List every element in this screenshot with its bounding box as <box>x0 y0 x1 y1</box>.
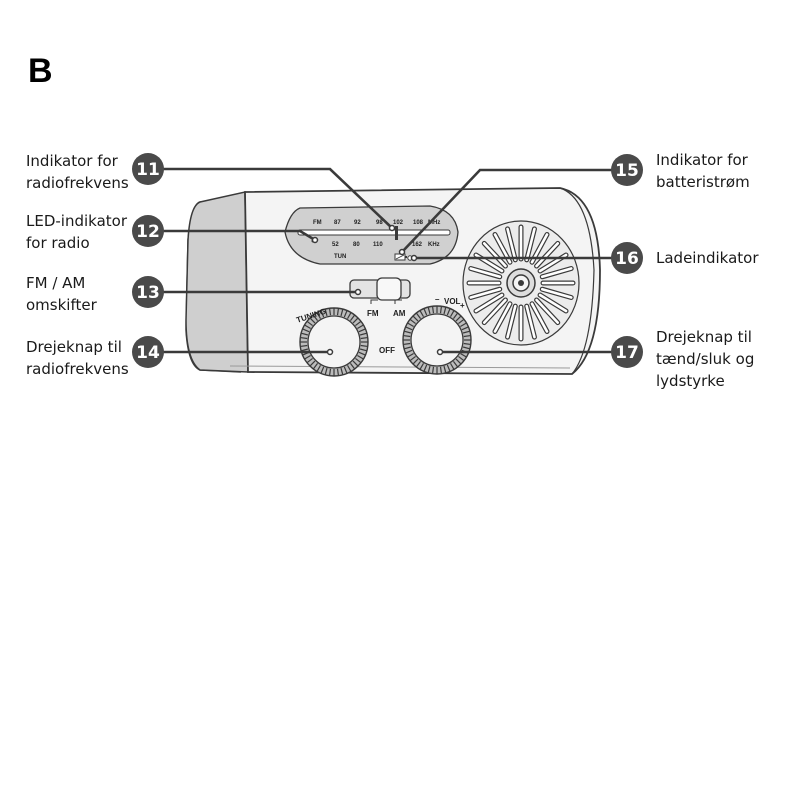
switch-am-label: AM <box>393 309 406 318</box>
svg-text:14: 14 <box>136 343 160 363</box>
fm-tick-108: 108 <box>413 220 424 226</box>
fm-tick-98: 98 <box>376 220 383 226</box>
vol-label: VOL <box>444 297 461 306</box>
svg-text:11: 11 <box>136 160 160 180</box>
am-tick-80: 80 <box>353 242 360 248</box>
fm-am-switch[interactable]: FM AM <box>349 277 411 318</box>
tuning-knob[interactable] <box>299 307 369 377</box>
callout-badge-12: 12 <box>132 215 164 247</box>
leader-11 <box>162 167 393 229</box>
callout-badge-15: 15 <box>611 154 643 186</box>
fm-unit: MHz <box>428 220 440 226</box>
am-tick-52: 52 <box>332 242 339 248</box>
am-unit: KHz <box>428 242 440 248</box>
svg-text:13: 13 <box>136 283 160 303</box>
callout-badge-16: 16 <box>611 242 643 274</box>
svg-text:16: 16 <box>615 249 639 269</box>
dial-pointer <box>395 226 398 240</box>
fm-tick-102: 102 <box>393 220 404 226</box>
figure-letter: B <box>28 52 53 90</box>
callout-badge-14: 14 <box>132 336 164 368</box>
vol-minus: – <box>435 295 440 304</box>
fm-tick-92: 92 <box>354 220 361 226</box>
callout-badge-11: 11 <box>132 153 164 185</box>
fm-tick-87: 87 <box>334 220 341 226</box>
speaker-grille <box>462 220 580 346</box>
leader-12 <box>162 229 316 242</box>
callout-badge-17: 17 <box>611 336 643 368</box>
leader-15 <box>401 168 612 253</box>
dial-fm-label: FM <box>313 220 322 226</box>
am-tick-110: 110 <box>373 242 383 248</box>
svg-text:12: 12 <box>136 222 160 242</box>
svg-text:15: 15 <box>615 161 639 181</box>
vol-plus: + <box>460 301 465 310</box>
volume-knob[interactable] <box>402 305 472 375</box>
callout-label-16: Ladeindikator <box>656 249 759 267</box>
leader-lines <box>162 167 612 354</box>
switch-fm-label: FM <box>367 309 379 318</box>
off-label: OFF <box>379 346 395 355</box>
tun-label: TUN <box>334 254 346 260</box>
callout-badge-13: 13 <box>132 276 164 308</box>
am-tick-162: 162 <box>412 242 423 248</box>
svg-text:17: 17 <box>615 343 639 363</box>
frequency-dial: FM 87 92 98 102 108 MHz 52 80 110 162 KH… <box>284 205 459 265</box>
